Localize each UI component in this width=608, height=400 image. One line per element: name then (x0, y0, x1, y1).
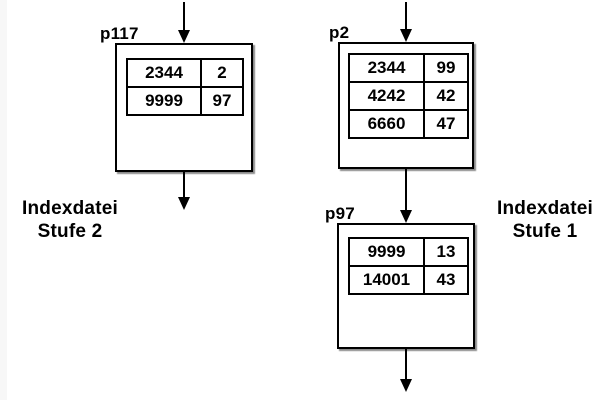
arrow-shaft (183, 2, 185, 32)
pointer-cell: 43 (423, 265, 469, 295)
pointer-cell: 2 (200, 58, 244, 88)
node-label-p97: p97 (325, 204, 355, 223)
pointer-cell: 47 (423, 109, 469, 139)
arrow-head (178, 197, 190, 210)
arrow-shaft (405, 349, 407, 381)
node-label-p117: p117 (100, 24, 139, 43)
arrow-down-icon (400, 349, 412, 392)
table-row: 2344 99 (348, 53, 469, 83)
arrow-head (400, 29, 412, 42)
table-row: 14001 43 (348, 265, 469, 295)
arrow-head (400, 379, 412, 392)
pointer-cell: 99 (423, 53, 469, 83)
table-row: 9999 97 (126, 86, 244, 116)
page-edge-strip (0, 0, 7, 400)
pointer-cell: 13 (423, 237, 469, 267)
table-row: 2344 2 (126, 58, 244, 88)
caption-line1: Indexdatei (22, 198, 118, 219)
arrow-head (178, 30, 190, 43)
key-cell: 4242 (348, 81, 425, 111)
key-cell: 14001 (348, 265, 425, 295)
table-row: 4242 42 (348, 81, 469, 111)
arrow-head (400, 210, 412, 223)
arrow-down-icon (400, 2, 412, 42)
key-cell: 9999 (348, 237, 425, 267)
key-cell: 6660 (348, 109, 425, 139)
key-cell: 2344 (348, 53, 425, 83)
key-cell: 9999 (126, 86, 202, 116)
caption-line2: Stufe 2 (37, 221, 103, 242)
caption-indexdatei-stufe1: Indexdatei Stufe 1 (485, 197, 605, 243)
index-table-p97: 9999 13 14001 43 (348, 237, 469, 295)
index-table-p117: 2344 2 9999 97 (126, 58, 244, 116)
table-row: 9999 13 (348, 237, 469, 267)
arrow-down-icon (178, 172, 190, 210)
arrow-shaft (405, 2, 407, 31)
arrow-down-icon (400, 169, 412, 223)
table-row: 6660 47 (348, 109, 469, 139)
pointer-cell: 97 (200, 86, 244, 116)
caption-indexdatei-stufe2: Indexdatei Stufe 2 (10, 197, 130, 243)
pointer-cell: 42 (423, 81, 469, 111)
arrow-down-icon (178, 2, 190, 43)
index-table-p2: 2344 99 4242 42 6660 47 (348, 53, 469, 139)
node-label-p2: p2 (329, 23, 350, 42)
caption-line1: Indexdatei (497, 198, 593, 219)
caption-line2: Stufe 1 (512, 221, 578, 242)
arrow-shaft (183, 172, 185, 199)
key-cell: 2344 (126, 58, 202, 88)
arrow-shaft (405, 169, 407, 212)
